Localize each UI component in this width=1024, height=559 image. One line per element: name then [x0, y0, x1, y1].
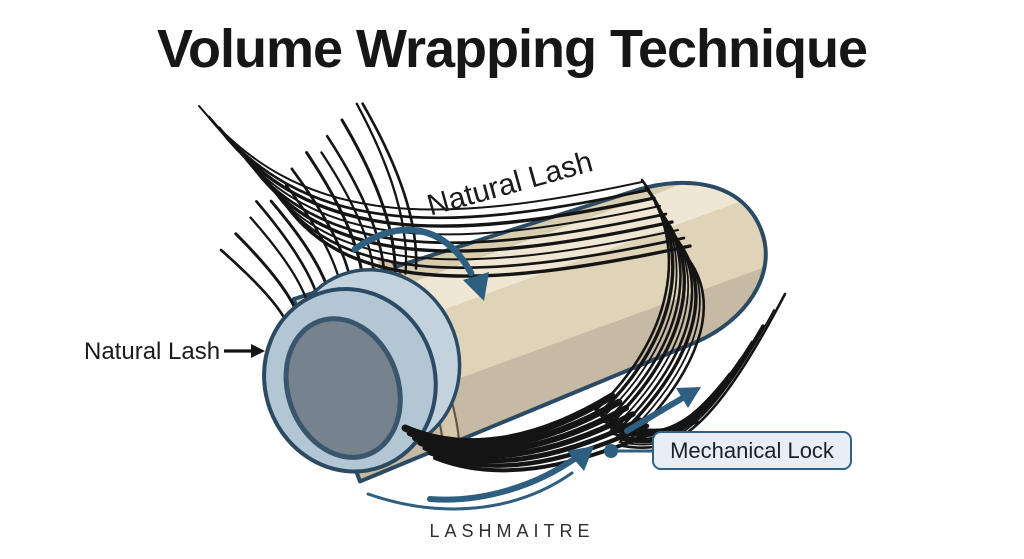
leader-dot — [604, 444, 618, 458]
page-title: Volume Wrapping Technique — [156, 19, 868, 79]
mechanical-lock-label: Mechanical Lock — [670, 437, 834, 463]
lash-strand — [237, 148, 668, 245]
lock-pointer-arrow — [624, 393, 689, 434]
lock-direction-arrow — [427, 454, 580, 503]
lash-strand — [406, 398, 623, 450]
lash-underwrap — [401, 392, 656, 473]
lash-strand — [217, 126, 656, 228]
lash-strand — [412, 405, 629, 455]
lash-strand — [277, 192, 692, 278]
lash-strand — [620, 250, 787, 450]
lash-strand — [422, 417, 643, 464]
lash-strand — [618, 243, 775, 446]
lash-strand — [611, 226, 754, 441]
lash-strand — [427, 423, 650, 468]
lash-strand — [417, 411, 636, 459]
lash-collar — [262, 267, 462, 474]
mechanical-lock-badge: Mechanical Lock — [652, 431, 852, 470]
natural-lash-left-arrowhead — [251, 344, 265, 358]
lash-strand — [433, 430, 656, 473]
natural-lash-left-arrow — [224, 344, 265, 358]
lash-strand — [613, 234, 765, 444]
lash-strand — [219, 248, 292, 334]
lock-direction-arrowhead — [567, 446, 594, 471]
lash-strand — [604, 210, 732, 436]
natural-lash-left-label: Natural Lash — [84, 338, 221, 365]
wrap-direction-arrowhead — [463, 272, 489, 301]
lock-pointer-arrowhead — [676, 387, 701, 408]
wrap-direction-arrow — [351, 226, 475, 277]
lash-strand — [609, 219, 742, 438]
lash-strand — [361, 102, 418, 270]
cylinder-outline — [291, 180, 768, 484]
annotation-arrows — [351, 226, 701, 511]
collar-core — [283, 316, 403, 460]
lash-strand — [207, 115, 650, 220]
lock-direction-arrow-thin — [366, 471, 574, 511]
lash-strand — [401, 392, 616, 446]
brand-wordmark: LASHMAITRE — [429, 521, 595, 541]
lash-strand — [198, 105, 643, 211]
